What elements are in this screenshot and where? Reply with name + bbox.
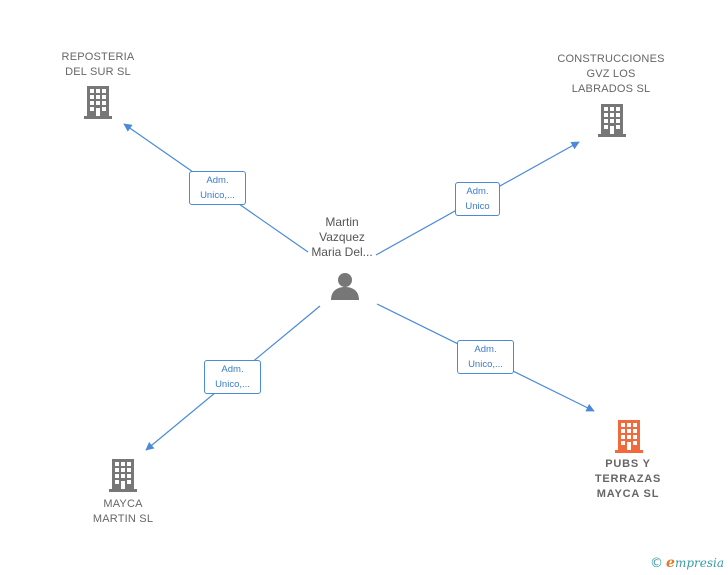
company-name-line: PUBS Y — [605, 458, 651, 470]
company-name-line: DEL SUR SL — [65, 66, 131, 78]
edge-role-line: Unico,... — [215, 379, 250, 390]
brand-watermark: ©empresia — [650, 555, 724, 571]
company-label-pubs[interactable]: PUBS Y TERRAZAS MAYCA SL — [578, 457, 678, 502]
building-icon[interactable] — [84, 86, 112, 119]
edge-role-line: Adm. — [221, 364, 244, 375]
company-name-line: GVZ LOS — [586, 68, 636, 80]
person-icon[interactable] — [331, 273, 359, 300]
edge-label-pubs[interactable]: Adm. Unico,... — [457, 340, 514, 374]
copyright-symbol: © — [650, 556, 664, 571]
edge-label-mayca-martin[interactable]: Adm. Unico,... — [204, 360, 261, 394]
building-icon-highlight[interactable] — [615, 420, 643, 453]
edge-role-line: Adm. — [466, 186, 489, 197]
company-name-line: MAYCA — [103, 498, 143, 510]
brand-initial: e — [666, 555, 675, 571]
edge-label-reposteria[interactable]: Adm. Unico,... — [189, 171, 246, 205]
building-icon[interactable] — [598, 104, 626, 137]
building-icon[interactable] — [109, 459, 137, 492]
brand-name: mpresia — [674, 556, 724, 570]
edge-role-line: Unico — [465, 201, 490, 212]
company-name-line: MARTIN SL — [92, 513, 154, 525]
person-name-label[interactable]: Martin Vazquez Maria Del... — [292, 215, 392, 260]
company-name-line: MAYCA SL — [596, 488, 660, 500]
company-name-line: LABRADOS SL — [571, 83, 651, 95]
edge-role-line: Unico,... — [468, 359, 503, 370]
company-name-line: REPOSTERIA — [61, 51, 135, 63]
company-name-line: CONSTRUCCIONES — [557, 53, 665, 65]
edge-role-line: Adm. — [474, 344, 497, 355]
person-name-line: Martin — [325, 215, 359, 229]
person-name-line: Maria Del... — [311, 245, 373, 259]
edge-role-line: Adm. — [206, 175, 229, 186]
edge-label-construcciones[interactable]: Adm. Unico — [455, 182, 500, 216]
edge-role-line: Unico,... — [200, 190, 235, 201]
company-label-reposteria[interactable]: REPOSTERIA DEL SUR SL — [48, 50, 148, 80]
person-name-line: Vazquez — [319, 230, 365, 244]
company-label-construcciones[interactable]: CONSTRUCCIONES GVZ LOS LABRADOS SL — [551, 52, 671, 97]
company-name-line: TERRAZAS — [594, 473, 662, 485]
company-label-mayca-martin[interactable]: MAYCA MARTIN SL — [73, 497, 173, 527]
